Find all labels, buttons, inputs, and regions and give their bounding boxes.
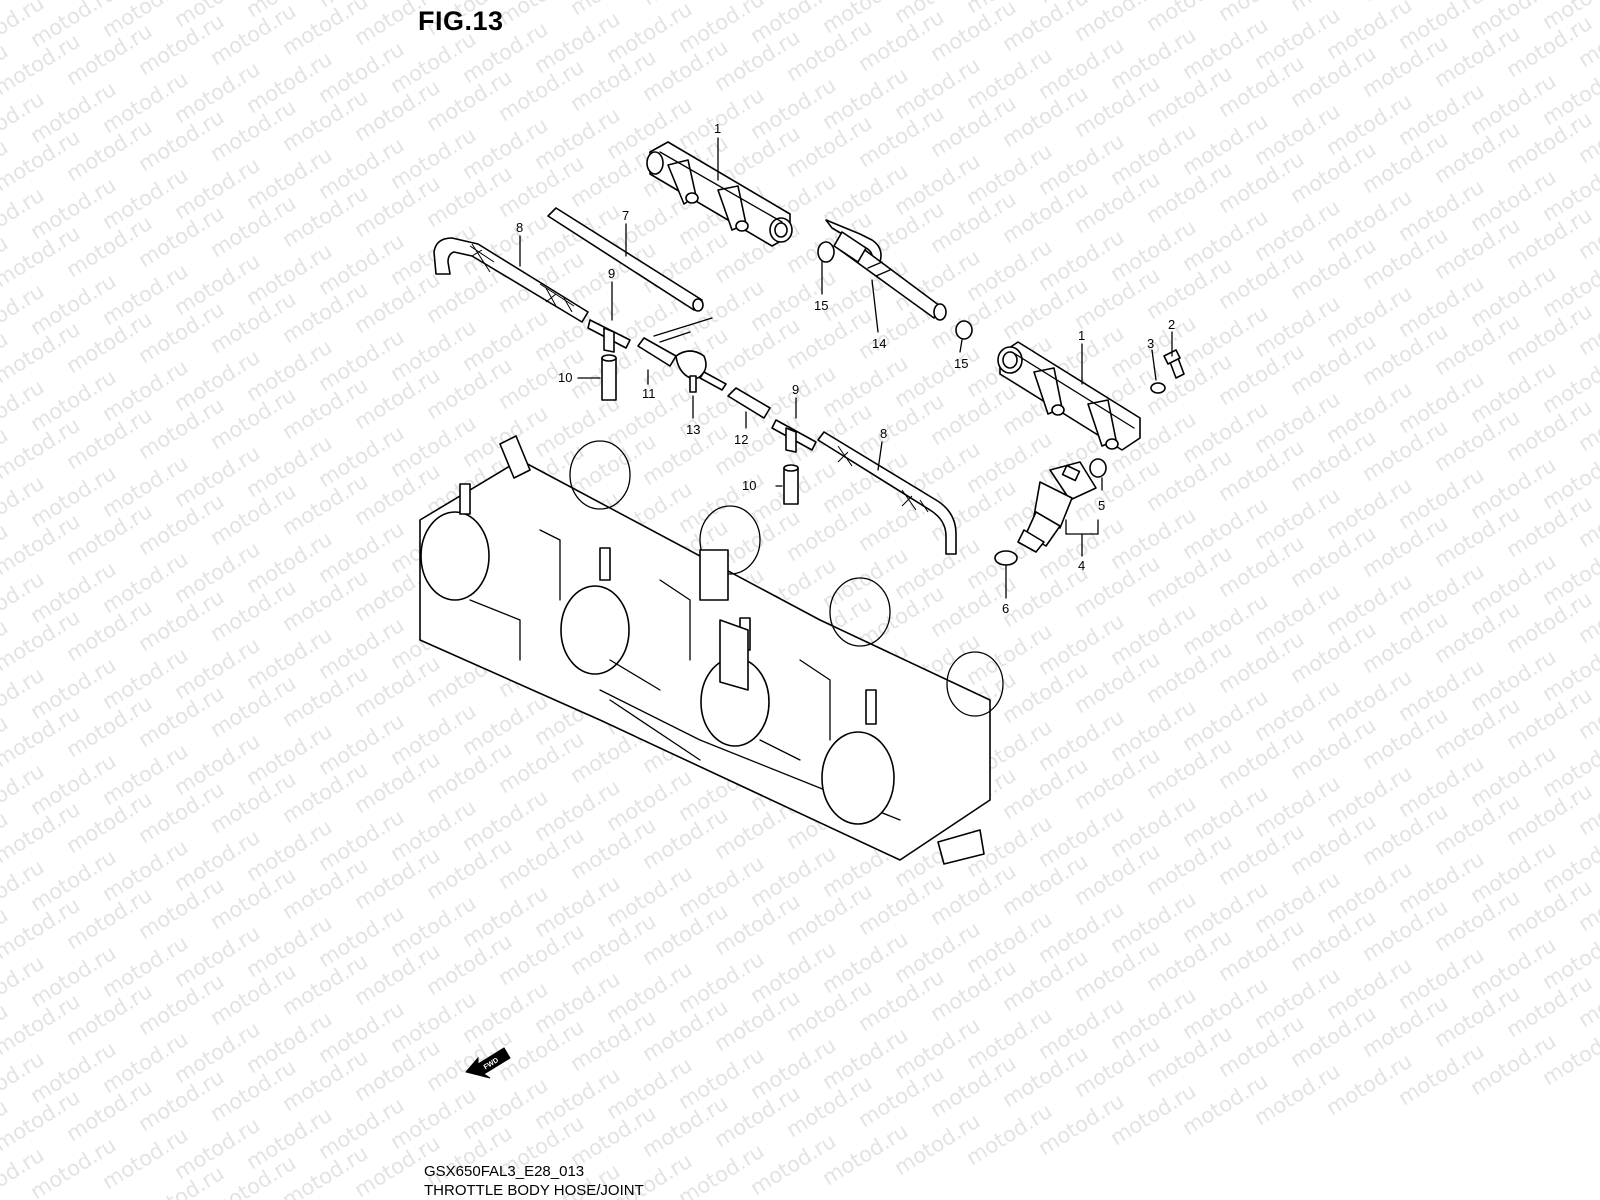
callout-15-upper: 15 [814,298,828,313]
callout-10-upper: 10 [558,370,572,385]
callout-12: 12 [734,432,748,447]
o-ring-upper[interactable] [1089,458,1107,478]
callout-11: 11 [642,386,656,401]
washer[interactable] [1150,382,1166,394]
callout-6: 6 [1002,601,1009,616]
callout-15-lower: 15 [954,356,968,371]
pipe-o-ring-upper[interactable] [817,241,835,263]
callout-9-lower: 9 [792,382,799,397]
o-ring-lower[interactable] [994,550,1018,566]
callout-1-lower: 1 [1078,328,1085,343]
callout-8-upper: 8 [516,220,523,235]
hose-segment-11[interactable] [637,337,677,367]
bolt[interactable] [1163,349,1185,379]
t-joint-upper[interactable] [587,319,631,353]
fwd-arrow-icon: FWD [465,1047,511,1079]
fuel-injector[interactable] [1017,461,1097,553]
figure-code: GSX650FAL3_E28_013 [424,1163,585,1180]
fuel-rail-upper[interactable] [646,141,793,247]
callout-1-upper: 1 [714,121,721,136]
callout-10-lower: 10 [742,478,756,493]
callout-9-upper: 9 [608,266,615,281]
callout-2: 2 [1168,317,1175,332]
vacuum-hose-upper[interactable] [433,237,589,323]
callout-8-lower: 8 [880,426,887,441]
pipe-o-ring-lower[interactable] [955,320,973,340]
callout-5: 5 [1098,498,1105,513]
three-way-joint[interactable] [675,350,727,393]
short-hose-lower[interactable] [783,464,799,505]
fuel-rail-lower[interactable] [997,341,1141,451]
callout-14: 14 [872,336,886,351]
leader-lines [519,137,1173,599]
short-hose-upper[interactable] [601,354,617,401]
callout-3: 3 [1147,336,1154,351]
callout-13: 13 [686,422,700,437]
t-joint-lower[interactable] [771,419,817,453]
callout-7: 7 [622,208,629,223]
straight-hose[interactable] [547,207,704,312]
callout-4: 4 [1078,558,1085,573]
hose-segment-12[interactable] [727,387,771,419]
throttle-body-assembly [419,435,1004,865]
vacuum-hose-lower[interactable] [817,431,957,555]
figure-title: FIG.13 [418,6,504,36]
callout-labels: 1 1 2 3 4 5 6 7 8 8 9 9 10 10 11 12 13 1… [516,121,1175,616]
figure-caption: THROTTLE BODY HOSE/JOINT [424,1182,644,1199]
fuel-feed-pipe[interactable] [825,219,947,321]
